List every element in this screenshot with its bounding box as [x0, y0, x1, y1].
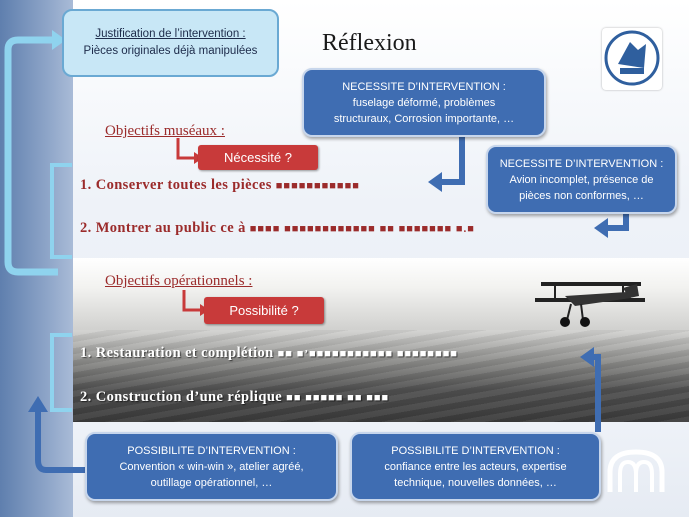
page-title: Réflexion	[322, 30, 417, 56]
museum-logo	[602, 28, 662, 90]
objectif-operationnel-1-glyphs: ■■ ■’■■■■■■■■■■■ ■■■■■■■■	[277, 348, 459, 360]
objectif-museal-1: 1. Conserver toutes les pièces ■■■■■■■■■…	[80, 177, 360, 194]
necessite-box-1: NECESSITE D’INTERVENTION : fuselage défo…	[302, 68, 546, 137]
possibilite-1-header: POSSIBILITE D’INTERVENTION :	[127, 445, 296, 457]
necessite-1-line2: structuraux, Corrosion importante, …	[333, 113, 515, 125]
possibilite-1-line1: Convention « win-win », atelier agréé,	[119, 461, 304, 473]
necessite-2-line2: pièces non conformes, …	[519, 190, 644, 202]
possibilite-box-2: POSSIBILITE D’INTERVENTION : confiance e…	[350, 432, 601, 501]
necessite-1-header: NECESSITE D’INTERVENTION :	[342, 81, 506, 93]
objectifs-operationnels-heading: Objectifs opérationnels :	[105, 273, 253, 289]
arrow-possibilite-1	[35, 410, 88, 473]
necessite-box-2: NECESSITE D’INTERVENTION : Avion incompl…	[486, 145, 677, 214]
objectifs-museaux-heading: Objectifs muséaux :	[105, 123, 225, 139]
justification-line1: Justification de l’intervention :	[95, 28, 246, 40]
field-ground	[73, 330, 689, 422]
arrow-badge-necessite	[176, 138, 196, 160]
arrow-necessite-2	[606, 213, 629, 231]
arrow-possibilite-2	[592, 354, 601, 432]
bracket-operationnels	[50, 333, 72, 412]
biplane-image	[535, 282, 645, 327]
badge-necessite: Nécessité ?	[198, 145, 318, 170]
objectif-museal-1-text: 1. Conserver toutes les pièces	[80, 177, 272, 193]
possibilite-2-header: POSSIBILITE D’INTERVENTION :	[391, 445, 560, 457]
arch-logo	[607, 449, 665, 492]
possibilite-box-1: POSSIBILITE D’INTERVENTION : Convention …	[85, 432, 338, 501]
arrow-necessite-1	[440, 135, 465, 185]
possibilite-2-line2: technique, nouvelles données, …	[394, 477, 557, 489]
necessite-1-line1: fuselage déformé, problèmes	[352, 97, 496, 109]
badge-possibilite: Possibilité ?	[204, 297, 324, 324]
objectif-museal-2-glyphs: ■■■■ ■■■■■■■■■■■■ ■■ ■■■■■■■ ■.■	[249, 223, 475, 235]
arrow-badge-possibilite	[182, 290, 202, 312]
objectif-operationnel-2: 2. Construction d’une réplique ■■ ■■■■■ …	[80, 389, 389, 406]
necessite-2-header: NECESSITE D’INTERVENTION :	[499, 158, 664, 170]
possibilite-1-line2: outillage opérationnel, …	[150, 477, 273, 489]
necessite-2-line1: Avion incomplet, présence de	[509, 174, 654, 186]
objectif-operationnel-1: 1. Restauration et complétion ■■ ■’■■■■■…	[80, 345, 458, 362]
possibilite-2-line1: confiance entre les acteurs, expertise	[384, 461, 567, 473]
objectif-operationnel-1-text: 1. Restauration et complétion	[80, 345, 274, 361]
justification-box: Justification de l’intervention : Pièces…	[62, 9, 279, 77]
loop-arrow-left	[4, 36, 58, 276]
objectif-operationnel-2-text: 2. Construction d’une réplique	[80, 389, 283, 405]
objectif-museal-2: 2. Montrer au public ce à ■■■■ ■■■■■■■■■…	[80, 220, 475, 237]
objectif-operationnel-2-glyphs: ■■ ■■■■■ ■■ ■■■	[286, 392, 390, 404]
justification-line2: Pièces originales déjà manipulées	[83, 45, 258, 57]
loop-arrow-left-head	[52, 30, 66, 50]
objectif-museal-1-glyphs: ■■■■■■■■■■■	[275, 180, 360, 192]
objectif-museal-2-text: 2. Montrer au public ce à	[80, 220, 246, 236]
bracket-museaux	[50, 163, 72, 259]
